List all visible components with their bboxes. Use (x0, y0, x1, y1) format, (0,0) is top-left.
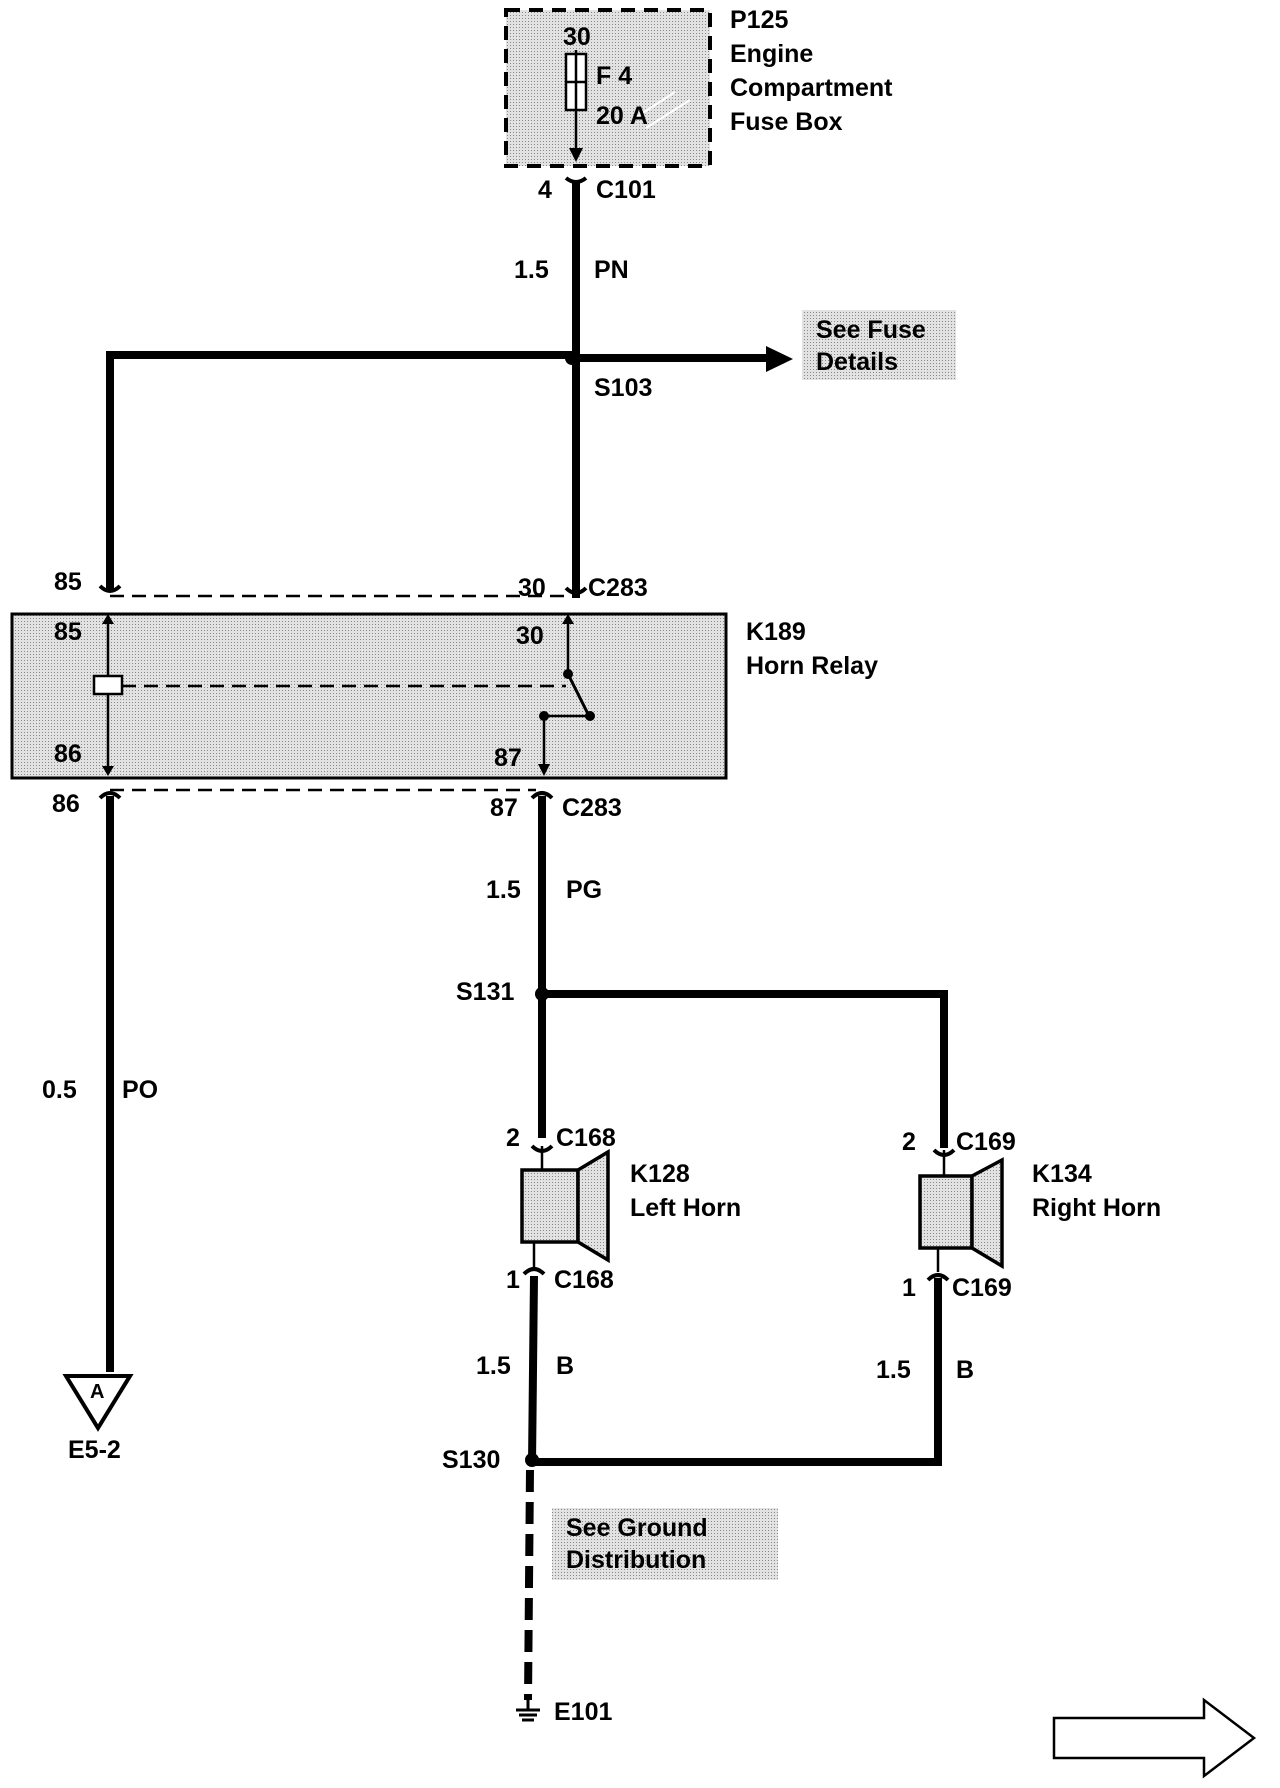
wire-left-ground-size: 1.5 (476, 1352, 511, 1380)
fuse-box-line3: Fuse Box (730, 108, 843, 136)
left-horn-conn-bottom: C168 (554, 1266, 614, 1294)
fuse-box-line1: Engine (730, 40, 813, 68)
wire-ground-dashed (524, 1469, 534, 1701)
c283-bottom-pin86: 86 (52, 790, 80, 818)
wire-s131-to-right-horn (542, 990, 948, 1148)
see-ground-line1: See Ground (566, 1514, 708, 1542)
fuse-box-ref: P125 (730, 6, 788, 34)
ground-icon (516, 1700, 540, 1722)
arrow-down-icon (569, 148, 583, 162)
right-horn-conn-bottom: C169 (952, 1274, 1012, 1302)
relay-name: Horn Relay (746, 652, 878, 680)
wire-left-ground (528, 1275, 538, 1465)
wire-right-ground (532, 1278, 942, 1466)
left-horn-pin-out: 1 (506, 1266, 520, 1294)
right-horn-pin-in: 2 (902, 1128, 916, 1156)
splice-s130-dot (525, 1453, 539, 1467)
relay-ref: K189 (746, 618, 806, 646)
relay-switch-icon (566, 673, 590, 715)
c283-bottom-label: C283 (562, 794, 622, 822)
splice-s131-dot (535, 987, 549, 1001)
offpage-letter: A (90, 1381, 104, 1403)
splice-s131-label: S131 (456, 978, 514, 1006)
left-horn-ref: K128 (630, 1160, 690, 1188)
relay-inner-87: 87 (494, 744, 522, 772)
splice-s103-label: S103 (594, 374, 652, 402)
offpage-connector-icon (62, 1374, 134, 1432)
horn-relay-box: 85 30 86 87 (10, 612, 728, 780)
relay-inner-85: 85 (54, 618, 82, 646)
relay-inner-30: 30 (516, 622, 544, 650)
wire-s103-to-85 (106, 351, 576, 592)
c101-pin: 4 (538, 176, 552, 204)
wire-po-size: 0.5 (42, 1076, 77, 1104)
c283-bottom-pin87: 87 (490, 794, 518, 822)
wire-right-ground-color: B (956, 1356, 974, 1384)
see-fuse-line2: Details (816, 348, 898, 376)
left-horn-pin-in: 2 (506, 1124, 520, 1152)
left-horn-conn-top: C168 (556, 1124, 616, 1152)
see-ground-line2: Distribution (566, 1546, 706, 1574)
see-ground-box[interactable] (552, 1508, 778, 1580)
right-horn (918, 1148, 1004, 1282)
right-horn-ref: K134 (1032, 1160, 1092, 1188)
left-horn-name: Left Horn (630, 1194, 741, 1222)
arrow-right-icon (766, 346, 793, 372)
splice-s130-label: S130 (442, 1446, 500, 1474)
wire-po-color: PO (122, 1076, 158, 1104)
wire-pn-size: 1.5 (514, 256, 549, 284)
ground-point-label: E101 (554, 1698, 612, 1726)
fuse-box: 30 F 4 20 A (504, 8, 712, 168)
fuse-box-line2: Compartment (730, 74, 893, 102)
next-page-arrow-icon[interactable] (1052, 1697, 1257, 1779)
see-fuse-line1: See Fuse (816, 316, 926, 344)
connector-c101: 4 C101 (538, 176, 656, 204)
c101-label: C101 (596, 176, 656, 204)
fuse-rating: 20 A (596, 102, 648, 130)
right-horn-pin-out: 1 (902, 1274, 916, 1302)
wire-pn-color: PN (594, 256, 629, 284)
splice-s103-dot (565, 351, 579, 365)
wire-left-ground-color: B (556, 1352, 574, 1380)
fuse-name: F 4 (596, 62, 632, 90)
wire-pg-color: PG (566, 876, 602, 904)
relay-inner-86: 86 (54, 740, 82, 768)
fuse-terminal: 30 (563, 23, 591, 51)
wire-right-ground-size: 1.5 (876, 1356, 911, 1384)
right-horn-conn-top: C169 (956, 1128, 1016, 1156)
left-horn (520, 1144, 610, 1276)
c283-top-label: C283 (588, 574, 648, 602)
c283-top-pin30: 30 (518, 574, 546, 602)
right-horn-name: Right Horn (1032, 1194, 1161, 1222)
wire-pg-size: 1.5 (486, 876, 521, 904)
right-horn-icon (918, 1174, 974, 1250)
see-fuse-box[interactable] (802, 310, 956, 380)
c283-top-pin85: 85 (54, 568, 82, 596)
relay-coil-icon (92, 674, 124, 696)
offpage-ref: E5-2 (68, 1436, 121, 1464)
left-horn-icon (520, 1168, 580, 1244)
